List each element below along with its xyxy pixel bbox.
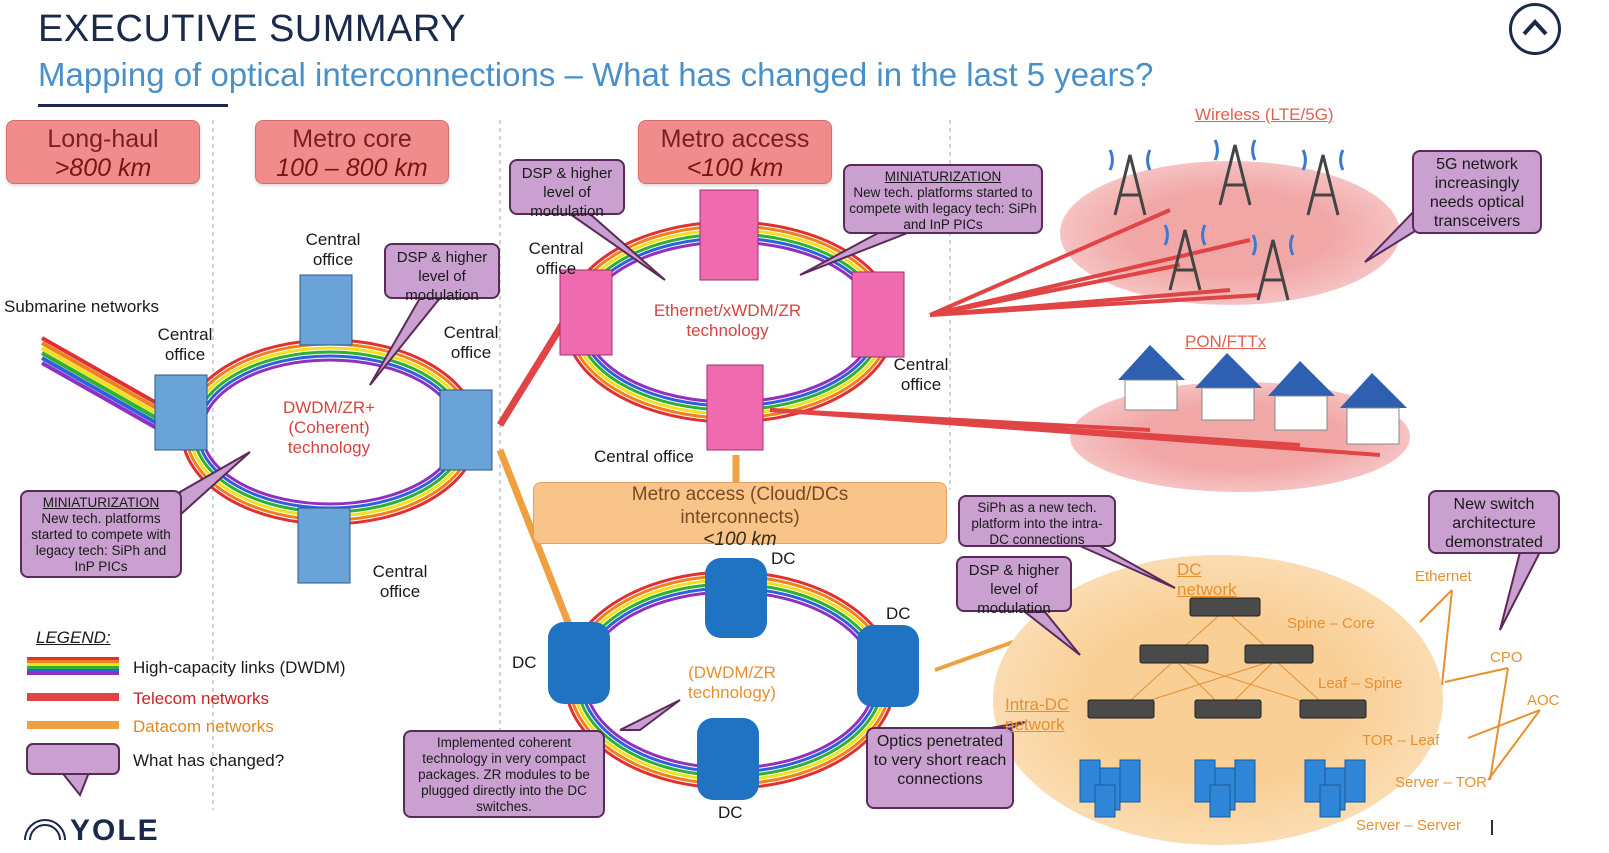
switches xyxy=(1087,597,1367,719)
dc-clouds xyxy=(548,558,919,800)
label-server-tor: Server – TOR xyxy=(1395,774,1487,791)
wireless-area xyxy=(1060,161,1400,305)
label-spine-core: Spine – Core xyxy=(1287,615,1375,632)
callout-switch: New switch architecture demonstrated xyxy=(1428,490,1560,554)
callout-coherent: Implemented coherent technology in very … xyxy=(403,730,605,818)
logo-mark xyxy=(24,819,66,841)
label-intra-dc: Intra-DC network xyxy=(1005,695,1070,734)
label-dc-1: DC xyxy=(771,549,796,568)
label-dwdm-dc: (DWDM/ZR technology) xyxy=(688,663,776,702)
label-central-office-3: Central office xyxy=(443,323,499,362)
label-server-server: Server – Server xyxy=(1356,817,1462,834)
blue-buildings xyxy=(154,274,493,584)
zone-metro-core: Metro core 100 – 800 km xyxy=(255,120,449,184)
label-dc-3: DC xyxy=(886,604,911,623)
label-dc-network: DC network xyxy=(1177,560,1237,599)
server-clusters xyxy=(1079,759,1366,818)
zone-long-haul: Long-haul >800 km xyxy=(6,120,200,184)
core-to-access-link xyxy=(497,318,568,427)
houses xyxy=(1118,345,1407,445)
label-dwdm-core: DWDM/ZR+ (Coherent) technology xyxy=(282,398,376,457)
label-pon[interactable]: PON/FTTx xyxy=(1185,332,1267,351)
label-dc-4: DC xyxy=(718,803,743,822)
core-to-dc-link xyxy=(496,448,579,642)
callout-dsp-core: DSP & higher level of modulation xyxy=(384,243,500,304)
page-subtitle: Mapping of optical interconnections – Wh… xyxy=(38,56,1154,93)
chevron-up-icon xyxy=(1522,19,1548,36)
scroll-top-button[interactable] xyxy=(1509,3,1561,55)
callout-optics: Optics penetrated to very short reach co… xyxy=(866,727,1014,809)
label-leaf-spine: Leaf – Spine xyxy=(1318,675,1403,692)
pon-fanout xyxy=(769,408,1381,457)
label-cpo: CPO xyxy=(1490,649,1523,666)
label-central-office-5: Central office xyxy=(528,239,584,278)
yole-logo: YOLE xyxy=(70,814,160,847)
label-wireless[interactable]: Wireless (LTE/5G) xyxy=(1195,105,1334,124)
label-central-office-2: Central office xyxy=(157,325,213,364)
legend-datacom-label: Datacom networks xyxy=(133,717,274,736)
cell-towers xyxy=(1113,144,1340,301)
callout-miniaturization-access: MINIATURIZATION New tech. platforms star… xyxy=(843,164,1043,234)
label-ethernet-tech: Ethernet/xWDM/ZR technology xyxy=(653,301,802,340)
submarine-link xyxy=(41,336,161,432)
label-central-office-4: Central office xyxy=(372,562,428,601)
interconnect-arrows xyxy=(1419,589,1541,781)
telecom-fanout xyxy=(929,208,1261,317)
label-submarine: Submarine networks xyxy=(4,297,159,316)
tower-signals xyxy=(1108,139,1345,256)
label-dc-2: DC xyxy=(512,653,537,672)
page-title: EXECUTIVE SUMMARY xyxy=(38,8,466,50)
label-central-office-6: Central office xyxy=(893,355,949,394)
callout-miniaturization-core: MINIATURIZATION New tech. platforms star… xyxy=(20,490,182,578)
legend-telecom-label: Telecom networks xyxy=(133,689,270,708)
zone-cloud: Metro access (Cloud/DCs interconnects) <… xyxy=(533,482,947,550)
legend-dwdm-label: High-capacity links (DWDM) xyxy=(133,658,346,677)
label-tor-leaf: TOR – Leaf xyxy=(1362,732,1440,749)
callout-dsp-dc: DSP & higher level of modulation xyxy=(956,556,1072,617)
legend-changed-label: What has changed? xyxy=(133,751,285,770)
callout-dsp-access: DSP & higher level of modulation xyxy=(509,159,625,220)
pink-buildings xyxy=(559,189,905,451)
title-underline xyxy=(38,104,228,107)
legend-title: LEGEND: xyxy=(36,628,111,647)
legend-swatches xyxy=(26,657,120,775)
label-central-office-1: Central office xyxy=(305,230,361,269)
zone-metro-access: Metro access <100 km xyxy=(638,120,832,184)
callout-siph: SiPh as a new tech. platform into the in… xyxy=(958,495,1116,547)
callout-5g: 5G network increasingly needs optical tr… xyxy=(1412,150,1542,234)
label-aoc: AOC xyxy=(1527,692,1560,709)
label-ethernet: Ethernet xyxy=(1415,568,1472,585)
label-central-office-7: Central office xyxy=(594,447,694,466)
